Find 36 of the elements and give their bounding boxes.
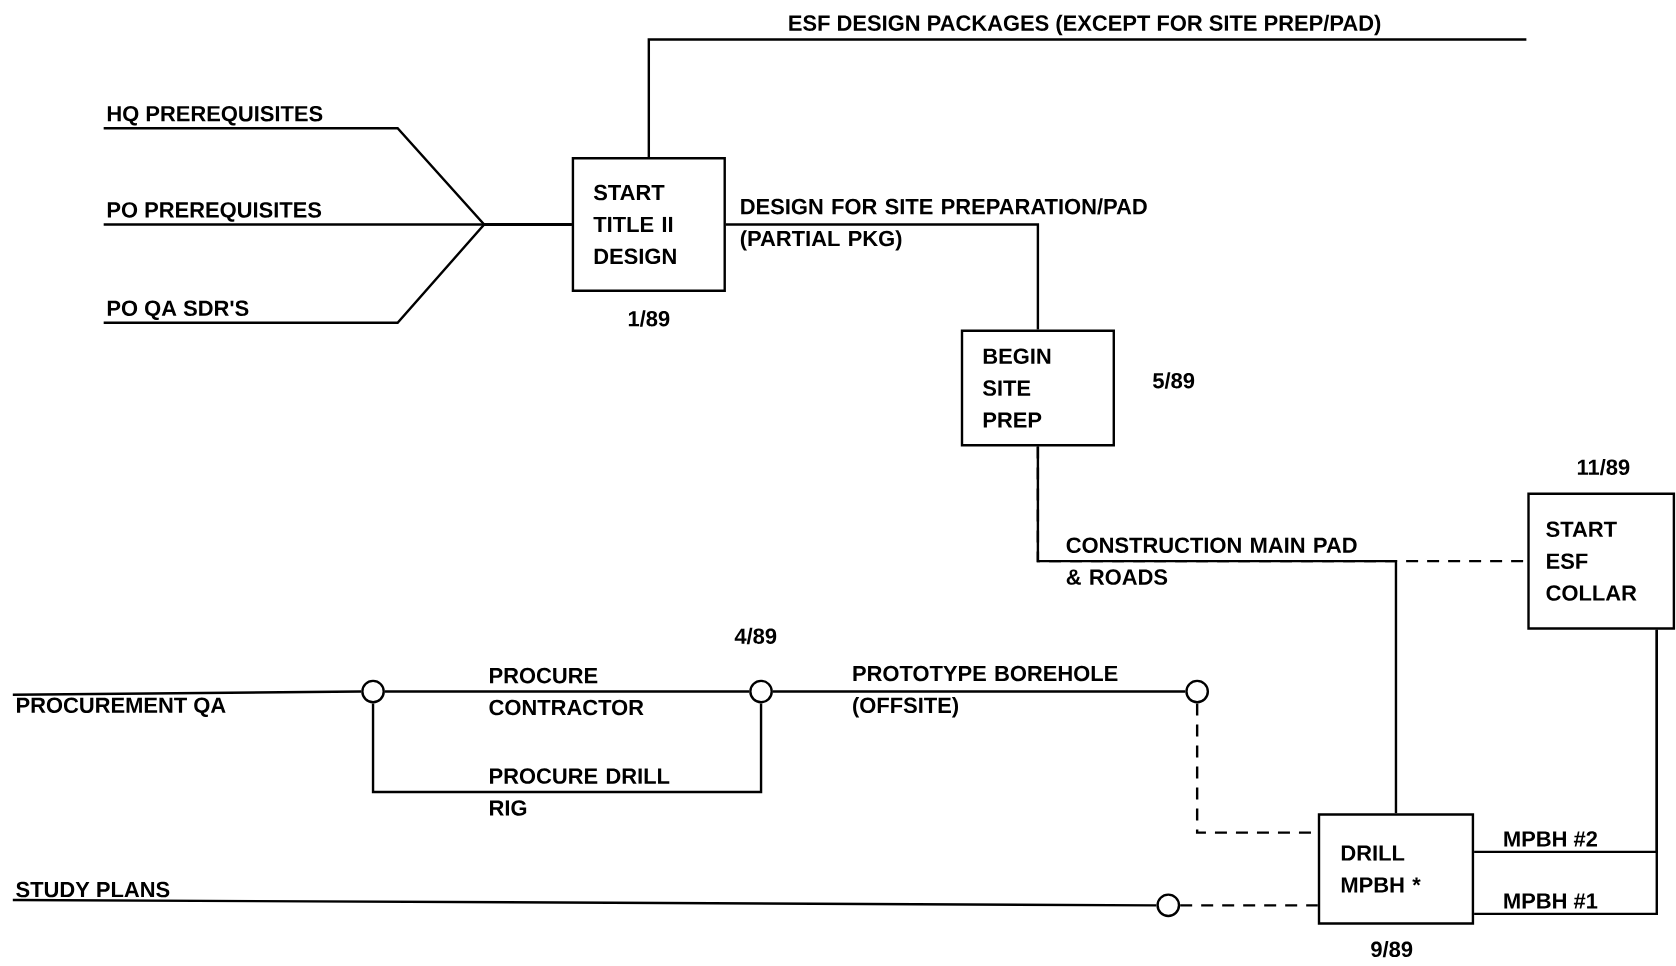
edge-label: DESIGN FOR SITE PREPARATION/PAD (PARTIAL PKG) <box>740 198 1147 251</box>
connector-line <box>772 690 1186 693</box>
date-label: 5/89 <box>1153 372 1195 389</box>
connector-line <box>1474 629 1658 915</box>
edge-label: PROTOTYPE BOREHOLE (OFFSITE) <box>853 665 1118 718</box>
milestone-circle <box>1185 679 1210 704</box>
connector-line <box>12 690 362 696</box>
connector-line <box>103 223 572 324</box>
milestone-box: BEGIN SITE PREP <box>960 329 1115 447</box>
input-label: PO PREREQUISITES <box>107 202 322 222</box>
date-label: 4/89 <box>734 627 777 644</box>
milestone-box: START TITLE II DESIGN <box>571 156 726 292</box>
input-label: PROCUREMENT QA <box>17 697 226 717</box>
milestone-circle <box>1156 893 1181 918</box>
milestone-circle <box>361 679 385 704</box>
input-label: PO QA SDR'S <box>107 300 249 320</box>
input-label: HQ PREREQUISITES <box>107 105 323 126</box>
edge-label: MPBH #2 <box>1504 831 1597 847</box>
date-label: 11/89 <box>1577 458 1630 476</box>
date-label: 9/89 <box>1371 940 1413 958</box>
input-label: STUDY PLANS <box>16 881 170 898</box>
connector-line <box>371 703 763 794</box>
edge-label: PROCURE CONTRACTOR <box>489 667 644 716</box>
connector-line <box>725 223 1040 330</box>
milestone-circle <box>749 679 773 704</box>
edge-label: ESF DESIGN PACKAGES (EXCEPT FOR SITE PREP/PAD) <box>789 14 1381 36</box>
connector-line <box>384 690 750 693</box>
milestone-box: START ESF COLLAR <box>1527 492 1676 630</box>
date-label: 1/89 <box>628 310 670 327</box>
milestone-box: DRILL MPBH * <box>1317 813 1475 925</box>
edge-label: CONSTRUCTION MAIN PAD & ROADS <box>1066 537 1357 585</box>
connector-line <box>12 898 1157 907</box>
edge-label: PROCURE DRILL RIG <box>490 768 670 816</box>
connector-line <box>647 38 1527 157</box>
connector-line <box>1180 904 1318 907</box>
edge-label: MPBH #1 <box>1504 893 1598 909</box>
